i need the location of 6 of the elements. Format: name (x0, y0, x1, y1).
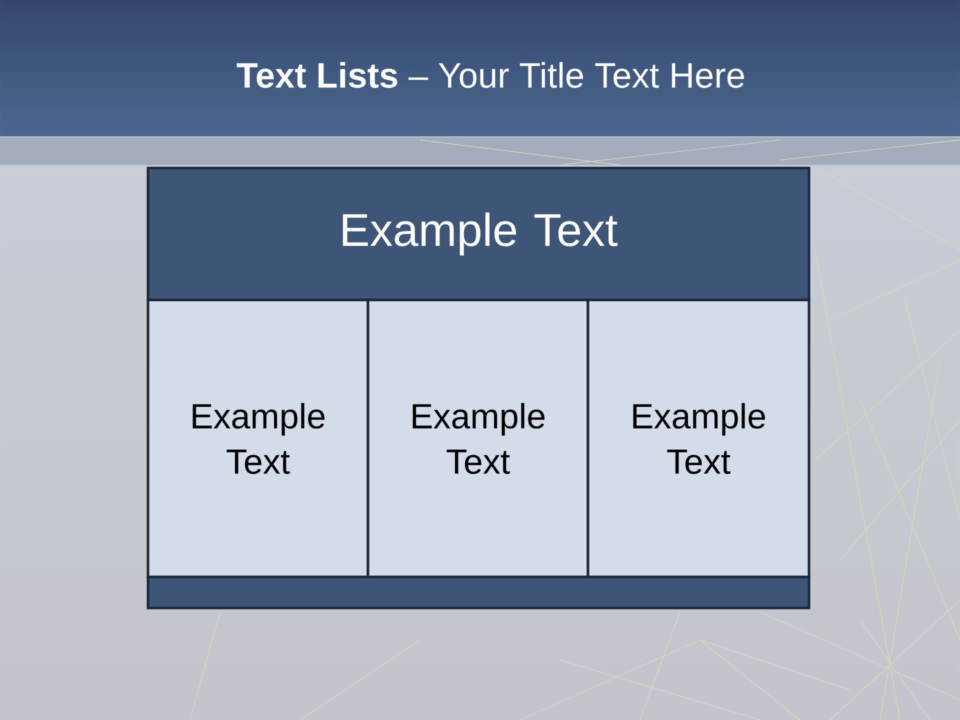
header-box: Example Text (146, 166, 810, 302)
text-box: Example Text (586, 298, 810, 578)
footer-bar (146, 576, 810, 610)
text-box: Example Text (146, 298, 370, 578)
title: Text Lists – Your Title Text Here (236, 62, 744, 88)
text-box: Example Text (366, 298, 590, 578)
